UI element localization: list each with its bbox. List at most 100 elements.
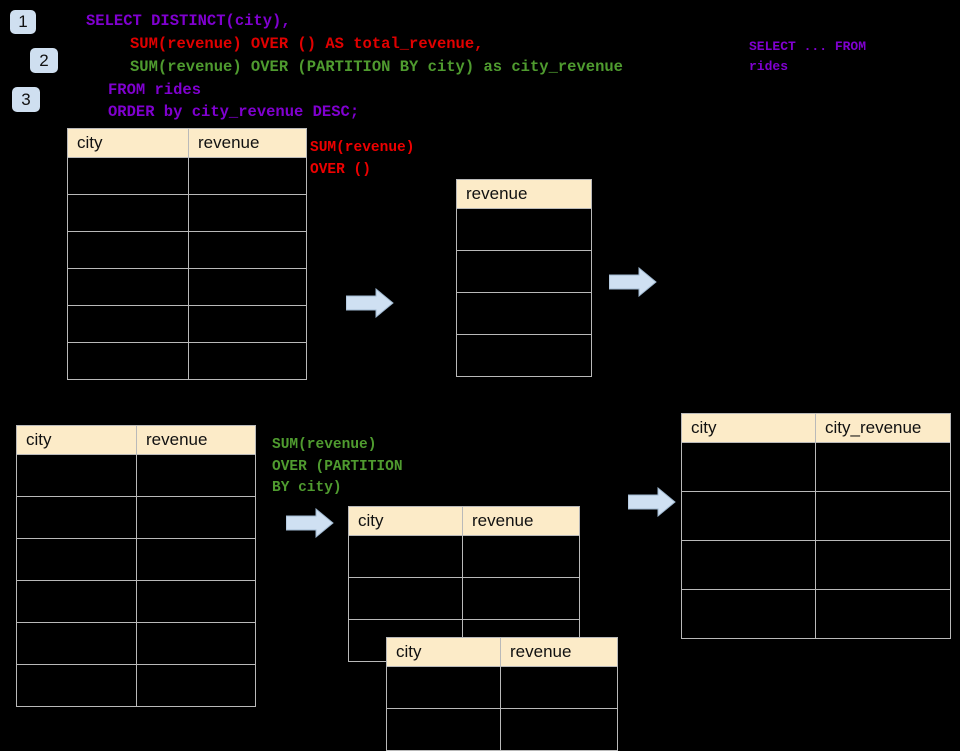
table-row bbox=[681, 491, 951, 541]
arrow-source-to-total bbox=[345, 287, 394, 319]
column-header: city bbox=[67, 128, 189, 158]
table-cell bbox=[348, 577, 463, 620]
table-cell bbox=[16, 538, 137, 581]
table-cell bbox=[462, 535, 580, 578]
table-cell bbox=[67, 342, 189, 380]
table-cell bbox=[188, 305, 307, 343]
table-row bbox=[67, 305, 307, 343]
table-cell bbox=[188, 268, 307, 306]
step-badge-2: 2 bbox=[30, 48, 58, 73]
table-row bbox=[16, 580, 256, 623]
column-header: revenue bbox=[500, 637, 618, 667]
table-cell bbox=[16, 580, 137, 623]
table-row bbox=[16, 664, 256, 707]
right-arrow-icon bbox=[608, 266, 657, 298]
sum-over-empty-label: SUM(revenue) OVER () bbox=[310, 140, 415, 178]
table-cell bbox=[815, 540, 951, 590]
right-arrow-icon bbox=[285, 507, 334, 539]
table-row bbox=[386, 666, 618, 709]
arrow-partition-source-to-city bbox=[285, 507, 334, 539]
table-cell bbox=[67, 231, 189, 269]
table-cell bbox=[67, 157, 189, 195]
table-cell bbox=[681, 442, 816, 492]
slide-canvas: 1 2 3 SELECT DISTINCT(city), SUM(revenue) OV… bbox=[10, 10, 951, 751]
table-cell bbox=[67, 268, 189, 306]
table-cell bbox=[67, 305, 189, 343]
table-row bbox=[16, 622, 256, 665]
column-header: revenue bbox=[188, 128, 307, 158]
table-row bbox=[16, 454, 256, 497]
table-row bbox=[348, 535, 580, 578]
table-cell bbox=[681, 491, 816, 541]
table-row bbox=[386, 708, 618, 751]
table-row bbox=[681, 589, 951, 639]
step-badge-1: 1 bbox=[10, 10, 36, 34]
table-cell bbox=[348, 535, 463, 578]
sql-line-5: ORDER by city_revenue DESC; bbox=[108, 103, 360, 121]
column-header: city bbox=[386, 637, 501, 667]
table-cell bbox=[16, 664, 137, 707]
right-arrow-icon bbox=[627, 486, 676, 518]
table-cell bbox=[456, 250, 592, 293]
table-row bbox=[67, 231, 307, 269]
select-from-rides-label: SELECT ... FROM rides bbox=[749, 39, 867, 74]
arrow-city-to-result bbox=[627, 486, 676, 518]
table-cell bbox=[500, 666, 618, 709]
table-row bbox=[67, 268, 307, 306]
table-cell bbox=[456, 292, 592, 335]
table-cell bbox=[188, 342, 307, 380]
table-cell bbox=[16, 454, 137, 497]
table-cell bbox=[136, 664, 256, 707]
sum-over-partition-label: SUM(revenue) OVER (PARTITION BY city) bbox=[272, 437, 403, 496]
column-header: revenue bbox=[456, 179, 592, 209]
table-cell bbox=[462, 577, 580, 620]
column-header: city bbox=[681, 413, 816, 443]
table-cell bbox=[136, 454, 256, 497]
table-cell bbox=[16, 496, 137, 539]
table-cell bbox=[136, 496, 256, 539]
table-cell bbox=[815, 589, 951, 639]
column-header: revenue bbox=[462, 506, 580, 536]
right-arrow-icon bbox=[345, 287, 394, 319]
table-cell bbox=[188, 231, 307, 269]
table-cell bbox=[456, 208, 592, 251]
table-cell bbox=[815, 442, 951, 492]
sql-line-1: SELECT DISTINCT(city), bbox=[86, 12, 291, 30]
table-row bbox=[456, 250, 592, 293]
column-header: city bbox=[348, 506, 463, 536]
table-row bbox=[456, 208, 592, 251]
table-row bbox=[67, 157, 307, 195]
table-header-row: revenue bbox=[456, 179, 592, 209]
table-cell bbox=[815, 491, 951, 541]
table-row bbox=[456, 292, 592, 335]
table-cell bbox=[386, 708, 501, 751]
table-cell bbox=[681, 540, 816, 590]
table-cell bbox=[386, 666, 501, 709]
table-row bbox=[67, 194, 307, 232]
column-header: city bbox=[16, 425, 137, 455]
step-badge-3: 3 bbox=[12, 87, 40, 112]
table-cell bbox=[681, 589, 816, 639]
total-revenue-table: revenue bbox=[456, 179, 592, 377]
table-cell bbox=[136, 538, 256, 581]
sql-line-4: FROM rides bbox=[108, 81, 202, 99]
table-row bbox=[16, 496, 256, 539]
table-cell bbox=[500, 708, 618, 751]
table-row bbox=[681, 442, 951, 492]
column-header: city_revenue bbox=[815, 413, 951, 443]
table-cell bbox=[16, 622, 137, 665]
table-row bbox=[16, 538, 256, 581]
table-row bbox=[348, 577, 580, 620]
table-row bbox=[456, 334, 592, 377]
sql-line-3: SUM(revenue) OVER (PARTITION BY city) as… bbox=[130, 58, 623, 76]
arrow-total-to-result bbox=[608, 266, 657, 298]
table-row bbox=[681, 540, 951, 590]
sql-line-2: SUM(revenue) OVER () AS total_revenue, bbox=[130, 35, 484, 53]
